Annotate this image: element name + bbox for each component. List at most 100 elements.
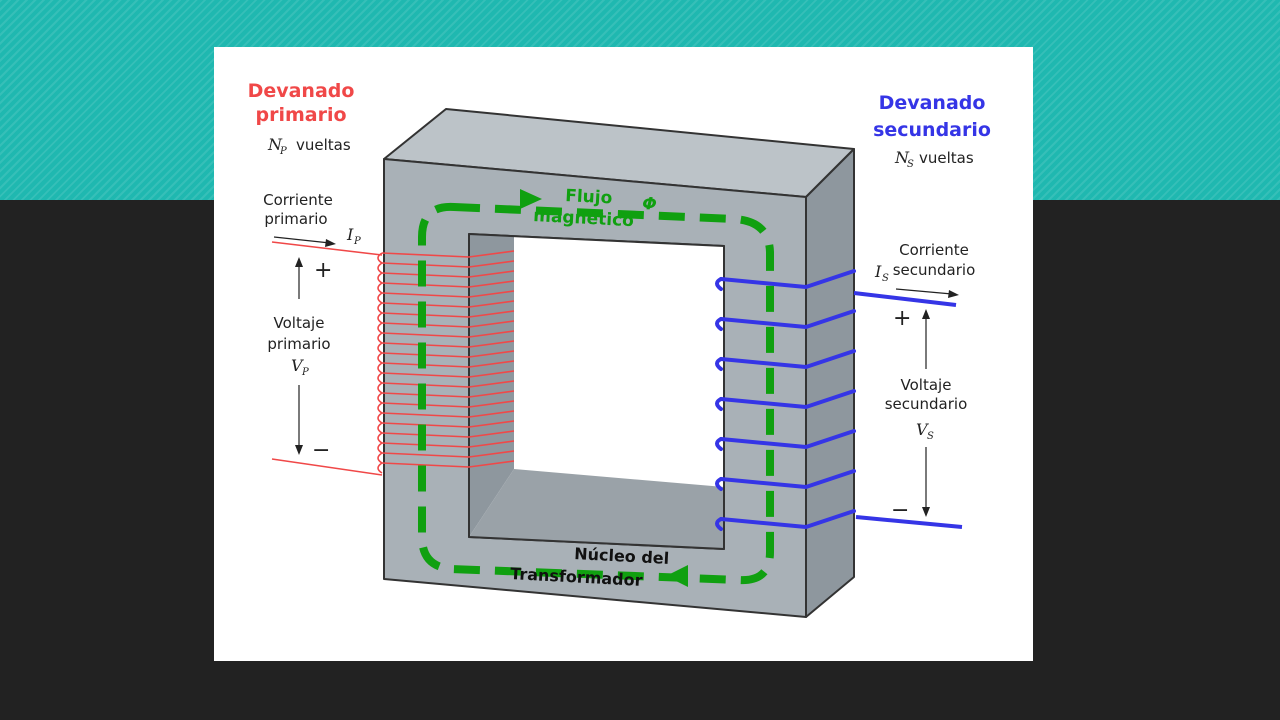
primary-winding-bend	[377, 322, 383, 334]
transformer-diagram: Devanado primario N P vueltas Corriente …	[248, 80, 991, 618]
secondary-title-line2: secundario	[873, 119, 991, 141]
secondary-winding-bend	[715, 437, 723, 451]
secondary-plus-sign: +	[893, 306, 911, 331]
secondary-lead-top	[853, 291, 957, 307]
primary-current-line2: primario	[264, 210, 327, 228]
primary-winding-turn	[381, 320, 515, 328]
core-side-face	[805, 148, 855, 618]
primary-current-subscript: P	[353, 236, 361, 247]
secondary-lead-bottom	[855, 515, 963, 529]
secondary-current-arrow	[895, 288, 953, 295]
secondary-winding-turn	[719, 509, 856, 529]
primary-winding-turn	[381, 430, 515, 438]
secondary-current-line1: Corriente	[899, 241, 969, 259]
primary-turns-text: vueltas	[296, 136, 351, 154]
primary-lead-bottom	[271, 458, 383, 476]
primary-lead-top	[271, 241, 383, 256]
flux-arrow-bottom	[666, 565, 688, 587]
flux-arrow-top	[520, 189, 542, 209]
primary-turns-subscript: P	[279, 146, 287, 157]
secondary-winding-turn	[719, 269, 856, 289]
primary-turns-symbol: N	[267, 135, 283, 154]
primary-title-line1: Devanado	[248, 80, 355, 102]
secondary-winding-turn	[719, 389, 856, 409]
secondary-title-line1: Devanado	[879, 92, 986, 114]
primary-current-symbol: I	[346, 225, 354, 244]
primary-winding-turn	[381, 250, 515, 258]
core-label-line1: Núcleo del	[574, 544, 670, 568]
primary-winding-bend	[377, 432, 383, 444]
primary-winding-turn	[381, 420, 515, 428]
slide-diagram-panel: Devanado primario N P vueltas Corriente …	[214, 47, 1033, 661]
primary-winding-bend	[377, 362, 383, 374]
primary-winding-bend	[377, 342, 383, 354]
secondary-current-line2: secundario	[893, 261, 976, 279]
secondary-current-symbol: I	[874, 262, 882, 281]
secondary-winding-turn	[719, 469, 856, 489]
secondary-voltage-line1: Voltaje	[901, 376, 952, 394]
primary-winding-bend	[377, 462, 383, 474]
primary-winding-turn	[381, 340, 515, 348]
secondary-voltage-subscript: S	[927, 431, 934, 442]
secondary-winding-turn	[719, 349, 856, 369]
primary-voltage-line2: primario	[267, 335, 330, 353]
secondary-winding	[715, 269, 856, 531]
primary-winding-turn	[381, 440, 515, 448]
primary-winding-turn	[381, 360, 515, 368]
primary-winding-turn	[381, 460, 515, 468]
primary-winding-bend	[377, 292, 383, 304]
flux-symbol: Φ	[642, 194, 657, 215]
primary-winding-turn	[381, 260, 515, 268]
primary-minus-sign: −	[312, 438, 330, 463]
primary-winding-turn	[381, 390, 515, 398]
primary-winding-turn	[381, 270, 515, 278]
primary-current-line1: Corriente	[263, 191, 333, 209]
primary-winding-bend	[377, 312, 383, 324]
primary-winding-turn	[381, 410, 515, 418]
primary-winding	[377, 250, 515, 474]
secondary-turns-subscript: S	[907, 159, 914, 170]
secondary-minus-sign: −	[891, 498, 909, 523]
primary-winding-bend	[377, 412, 383, 424]
primary-winding-bend	[377, 402, 383, 414]
secondary-winding-bend	[715, 277, 723, 291]
secondary-winding-turn	[719, 429, 856, 449]
secondary-current-subscript: S	[882, 273, 889, 284]
secondary-winding-bend	[715, 477, 723, 491]
window-inner-left-wall	[469, 234, 514, 537]
primary-winding-turn	[381, 300, 515, 308]
primary-winding-turn	[381, 310, 515, 318]
primary-winding-turn	[381, 370, 515, 378]
secondary-turns-symbol: N	[894, 148, 910, 167]
primary-voltage-line1: Voltaje	[274, 314, 325, 332]
primary-current-arrow	[273, 236, 331, 244]
primary-winding-bend	[377, 452, 383, 464]
primary-winding-bend	[377, 422, 383, 434]
secondary-winding-bend	[715, 517, 723, 531]
magnetic-flux-loop	[418, 202, 774, 585]
secondary-turns-text: vueltas	[919, 149, 974, 167]
primary-winding-bend	[377, 442, 383, 454]
primary-winding-turn	[381, 380, 515, 388]
primary-winding-turn	[381, 400, 515, 408]
primary-winding-bend	[377, 262, 383, 274]
primary-winding-turn	[381, 280, 515, 288]
secondary-voltage-line2: secundario	[885, 395, 968, 413]
primary-voltage-symbol: V	[291, 356, 304, 375]
primary-winding-turn	[381, 350, 515, 358]
secondary-winding-bend	[715, 317, 723, 331]
primary-voltage-subscript: P	[301, 367, 309, 378]
primary-winding-turn	[381, 450, 515, 458]
secondary-voltage-symbol: V	[916, 420, 929, 439]
window-inner-bottom-wall	[469, 469, 724, 549]
flux-label-line1: Flujo	[565, 186, 613, 208]
primary-title-line2: primario	[255, 104, 346, 126]
primary-winding-bend	[377, 382, 383, 394]
primary-winding-bend	[377, 302, 383, 314]
secondary-winding-bend	[715, 397, 723, 411]
secondary-winding-bend	[715, 357, 723, 371]
primary-winding-turn	[381, 330, 515, 338]
primary-winding-bend	[377, 372, 383, 384]
primary-winding-bend	[377, 282, 383, 294]
secondary-winding-turn	[719, 309, 856, 329]
